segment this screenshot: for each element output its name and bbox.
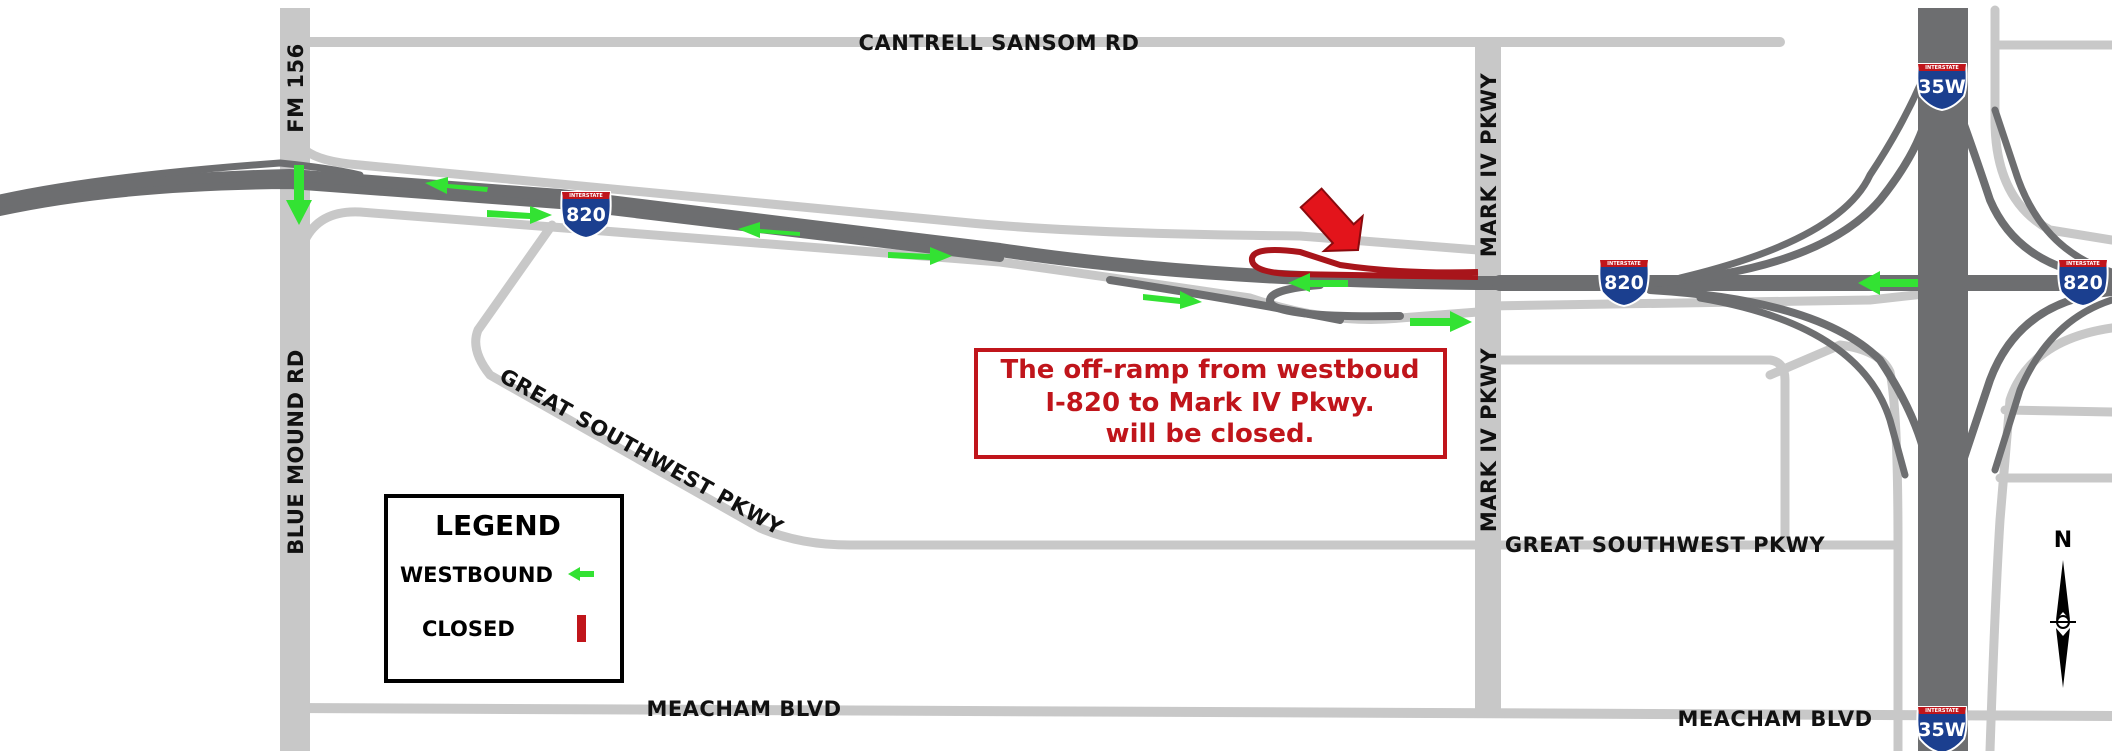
i820-west-ramp xyxy=(0,159,364,202)
meacham-west-label: MEACHAM BLVD xyxy=(646,697,841,721)
interstate-shield-icon: INTERSTATE 35W xyxy=(1916,63,1968,112)
i35w-ramp-se xyxy=(1956,288,2112,474)
westbound-arrow xyxy=(425,177,488,194)
southbound-arrow xyxy=(286,165,312,225)
i820-shield-label: 820 xyxy=(566,204,606,226)
north-service-road xyxy=(300,145,1483,255)
direction-arrows xyxy=(286,165,1918,332)
i820-shield-label: 820 xyxy=(2063,272,2103,294)
far-east-road-4 xyxy=(2000,405,2112,417)
notice-line-3: will be closed. xyxy=(1106,419,1315,449)
great-southwest-pkwy-road xyxy=(471,220,1903,550)
blue-mound-label: BLUE MOUND RD xyxy=(284,349,308,555)
north-arrow-icon: N xyxy=(2050,528,2076,688)
interstate-highways xyxy=(0,81,2112,479)
great-southwest-east-label: GREAT SOUTHWEST PKWY xyxy=(1505,533,1826,557)
legend-westbound-icon xyxy=(568,567,594,581)
interstate-shield-icon: INTERSTATE 820 xyxy=(1598,259,1650,308)
legend-closed-icon xyxy=(577,615,586,642)
east-local-street xyxy=(1483,355,1790,550)
north-label: N xyxy=(2054,528,2072,553)
eastbound-arrow xyxy=(487,206,552,224)
legend: LEGEND WESTBOUND CLOSED xyxy=(384,494,624,683)
westbound-arrow xyxy=(738,222,800,238)
mark-iv-pkwy-road xyxy=(1475,46,1501,718)
shield-banner: INTERSTATE xyxy=(1607,261,1641,267)
fm156-label: FM 156 xyxy=(284,43,308,132)
blue-mound-road xyxy=(280,8,310,751)
meacham-east-label: MEACHAM BLVD xyxy=(1677,707,1872,731)
i35w-shield-label: 35W xyxy=(1918,719,1965,741)
legend-westbound-label: WESTBOUND xyxy=(400,563,553,587)
shield-banner: INTERSTATE xyxy=(569,193,603,199)
i35w-ramp-nw2 xyxy=(1676,81,1924,282)
mark-iv-loop-ramp xyxy=(1266,281,1404,321)
i35w-main-lanes xyxy=(1918,8,1968,751)
shield-banner: INTERSTATE xyxy=(1925,65,1959,71)
notice-line-1: The off-ramp from westboud xyxy=(1000,355,1419,385)
far-east-road-3 xyxy=(1985,323,2112,751)
shield-banner: INTERSTATE xyxy=(2066,261,2100,267)
eastbound-arrow xyxy=(1410,311,1472,332)
red-arrow-icon xyxy=(1299,187,1364,253)
westbound-arrow xyxy=(1858,271,1918,295)
i35w-ramp-ne xyxy=(1951,96,2112,282)
shield-banner: INTERSTATE xyxy=(1925,708,1959,714)
interstate-shield-icon: INTERSTATE 35W xyxy=(1916,706,1968,751)
eastbound-arrow xyxy=(1143,291,1202,309)
i820-main-lanes xyxy=(0,169,2112,290)
notice-line-2: I-820 to Mark IV Pkwy. xyxy=(1045,388,1374,418)
i35w-ramp-nw xyxy=(1646,106,1932,287)
interstate-shield-icon: INTERSTATE 820 xyxy=(2057,259,2109,308)
i820-shield-label: 820 xyxy=(1604,272,1644,294)
westbound-arrow xyxy=(1288,273,1348,292)
closed-off-ramp xyxy=(1248,247,1479,280)
i35w-shield-label: 35W xyxy=(1918,76,1965,98)
interstate-shield-icon: INTERSTATE 820 xyxy=(560,191,612,240)
mark-iv-north-label: MARK IV PKWY xyxy=(1477,73,1501,258)
eastbound-arrow xyxy=(888,247,952,265)
legend-title: LEGEND xyxy=(435,509,561,542)
i35w-ramp-se2 xyxy=(1991,296,2112,474)
south-service-road xyxy=(300,207,1483,324)
closure-notice: The off-ramp from westboud I-820 to Mark… xyxy=(974,348,1447,459)
legend-closed-label: CLOSED xyxy=(422,617,515,641)
cantrell-sansom-label: CANTRELL SANSOM RD xyxy=(859,31,1140,55)
i35w-ramp-sw2 xyxy=(1696,294,1909,479)
i820-westbound-edge xyxy=(0,181,1004,262)
mark-iv-south-label: MARK IV PKWY xyxy=(1477,348,1501,533)
meacham-blvd-road xyxy=(285,703,2112,721)
